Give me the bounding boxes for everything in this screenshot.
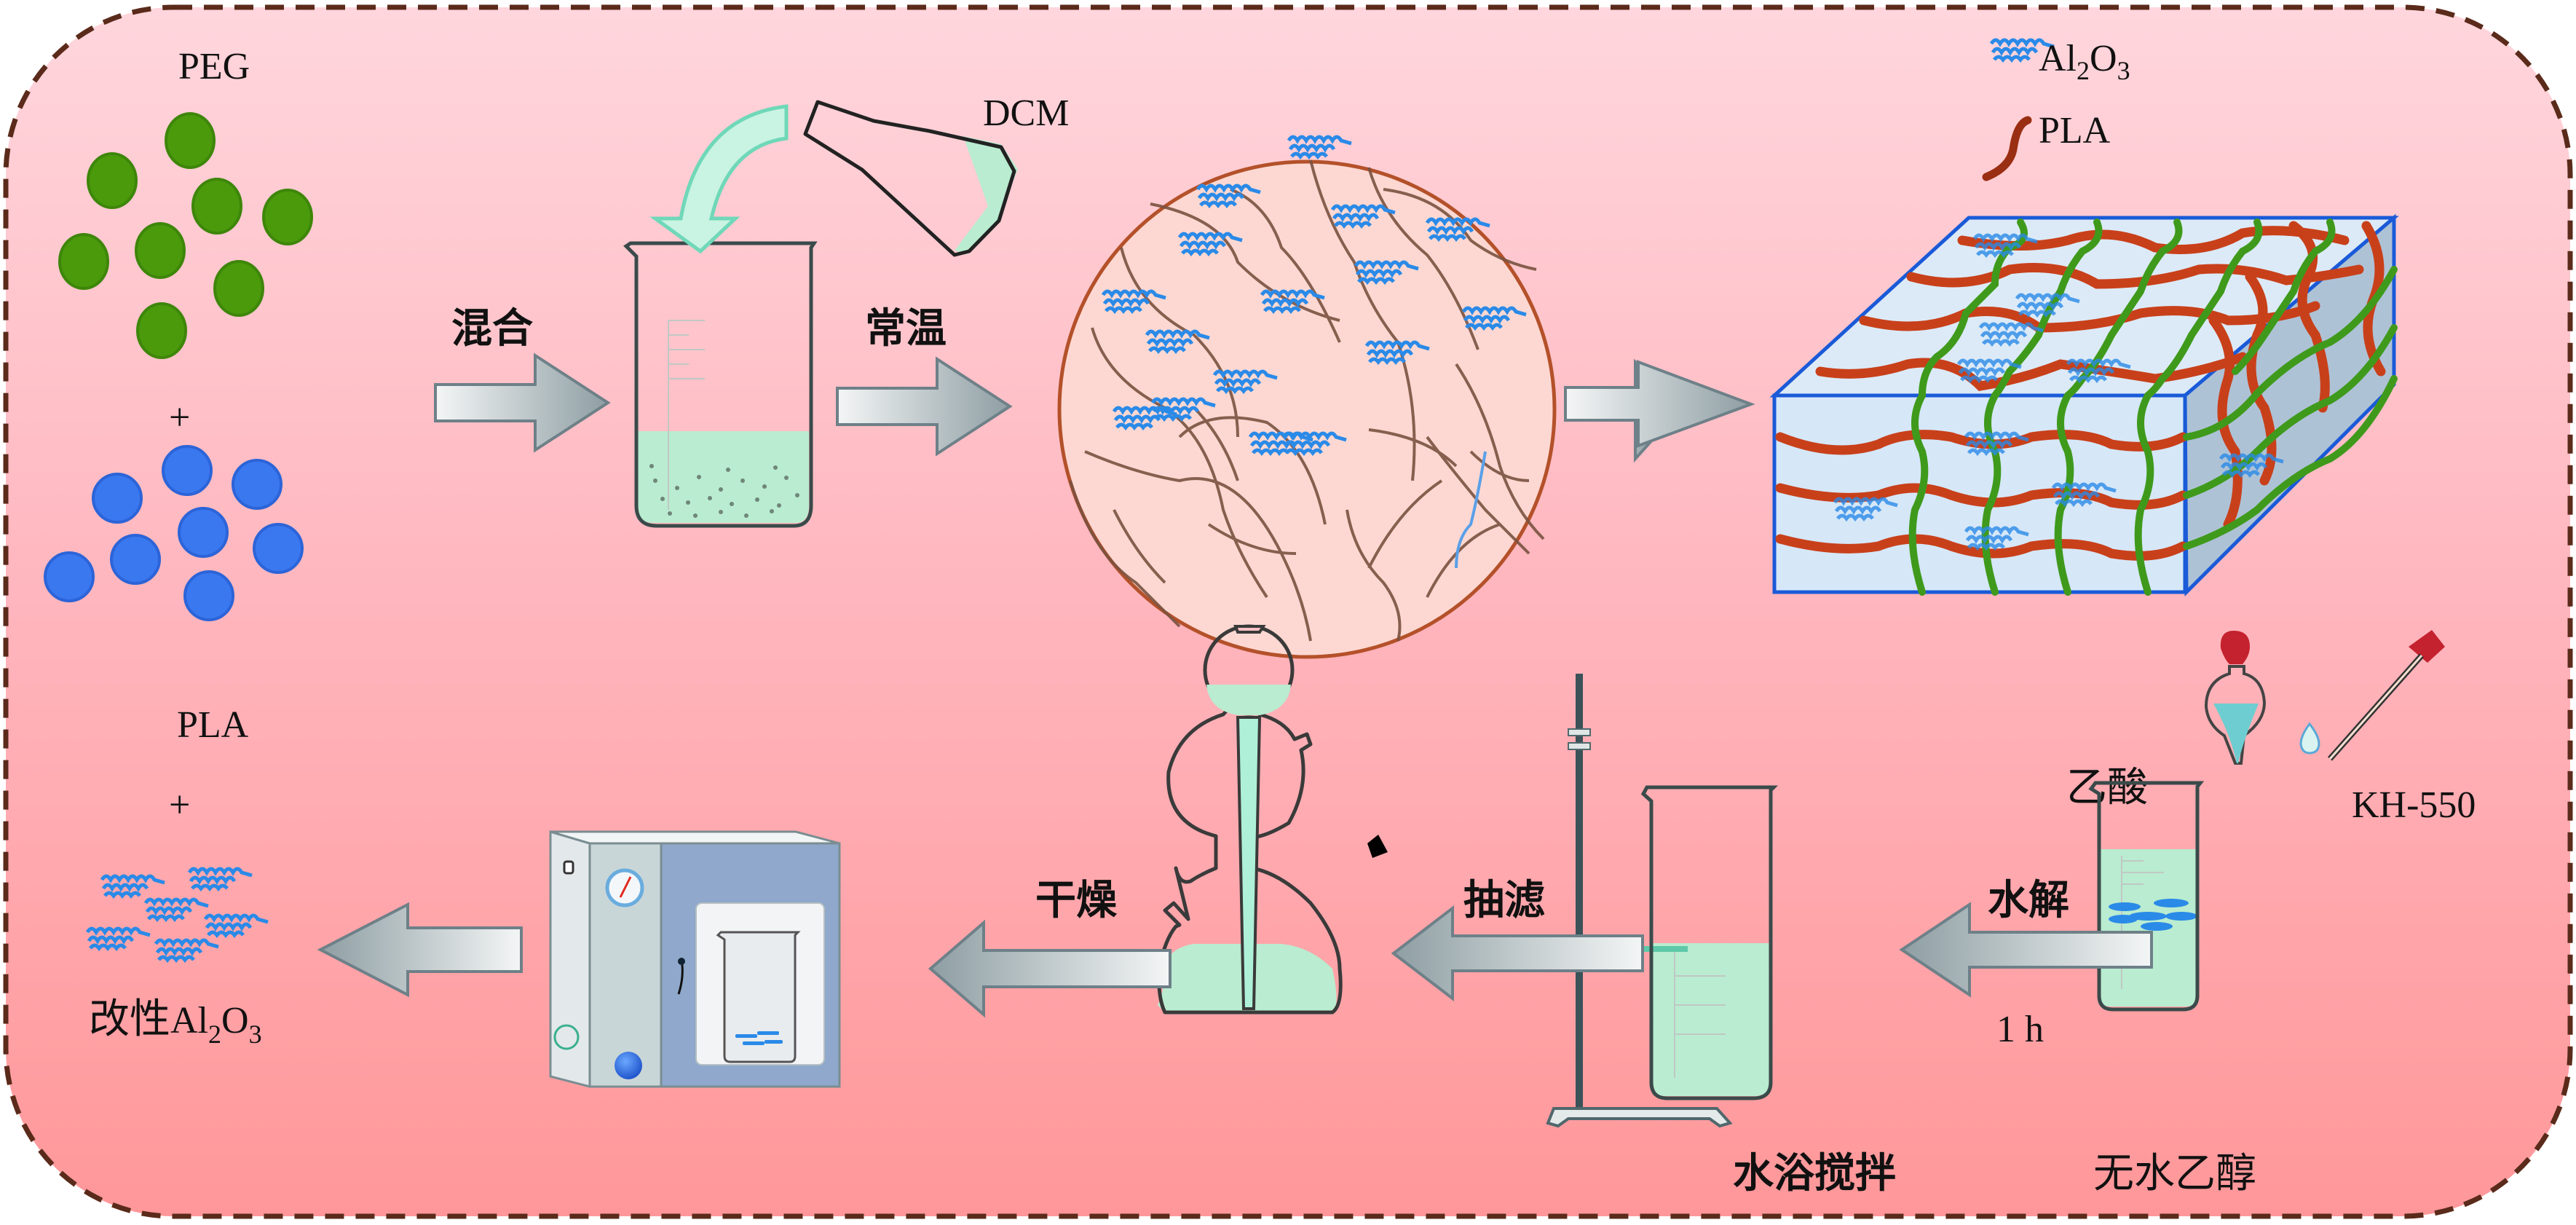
duration-label: 1 h <box>1996 1009 2044 1050</box>
peg-particle <box>135 222 186 279</box>
peg-particle <box>262 189 313 245</box>
legend: Al2O3 PLA <box>1982 38 2130 181</box>
legend-pla-icon <box>1982 116 2032 181</box>
arrow-right-composite-head <box>1564 360 1755 448</box>
microstructure-circle <box>1057 137 1557 659</box>
arrow-left-filtration <box>1391 905 1644 1002</box>
pour-arrow <box>649 104 789 254</box>
dropper-acetic-acid <box>2204 631 2267 765</box>
plus-sign-2: + <box>169 784 190 826</box>
step-room-temp-label: 常温 <box>865 307 947 352</box>
peg-particle <box>165 112 216 169</box>
arrow-right-mix <box>434 352 611 453</box>
pipette-kh550 <box>2299 630 2445 761</box>
modified-al2o3-label: 改性Al2O3 <box>89 997 262 1049</box>
plus-sign-1: + <box>169 397 190 438</box>
pla-particles <box>44 445 304 621</box>
dcm-label: DCM <box>983 92 1069 134</box>
oven-knob <box>615 1052 642 1079</box>
arrow-right-room-temp <box>836 356 1013 457</box>
step-drying-label: 干燥 <box>1035 878 1118 923</box>
legend-pla-label: PLA <box>2039 110 2111 151</box>
anhydrous-ethanol-label: 无水乙醇 <box>2093 1151 2256 1197</box>
step-suction-filtration-label: 抽滤 <box>1463 878 1545 923</box>
peg-particle <box>136 302 187 359</box>
suction-filtration-flask <box>1157 624 1388 1015</box>
pla-particle <box>253 523 304 574</box>
arrow-left-hydrolysis <box>1899 902 2153 998</box>
pla-particle <box>232 459 283 510</box>
drying-oven <box>549 830 841 1088</box>
peg-particle <box>58 233 109 290</box>
composite-block <box>1769 213 2399 596</box>
pla-label: PLA <box>177 704 249 746</box>
pla-particle <box>162 445 213 496</box>
step-mix-label: 混合 <box>451 307 533 352</box>
pla-particle <box>44 551 95 602</box>
peg-particles <box>58 112 313 359</box>
arrow-left-drying <box>928 919 1172 1018</box>
pla-particle <box>183 570 234 621</box>
arrow-left-final <box>317 902 523 998</box>
peg-particle <box>213 260 264 317</box>
dcm-flask <box>803 100 1018 257</box>
pla-particle <box>92 473 143 524</box>
peg-particle <box>87 152 138 209</box>
step-hydrolysis-label: 水解 <box>1988 878 2069 923</box>
legend-al2o3-label: Al2O3 <box>2039 38 2130 85</box>
peg-label: PEG <box>178 46 250 87</box>
pla-particle <box>110 534 161 585</box>
peg-particle <box>191 178 242 235</box>
kh550-label: KH-550 <box>2352 784 2476 826</box>
pla-particle <box>178 507 229 558</box>
beaker-mixing <box>623 241 818 528</box>
water-bath-stirring-label: 水浴搅拌 <box>1733 1151 1896 1197</box>
acetic-acid-label: 乙酸 <box>2066 765 2148 811</box>
